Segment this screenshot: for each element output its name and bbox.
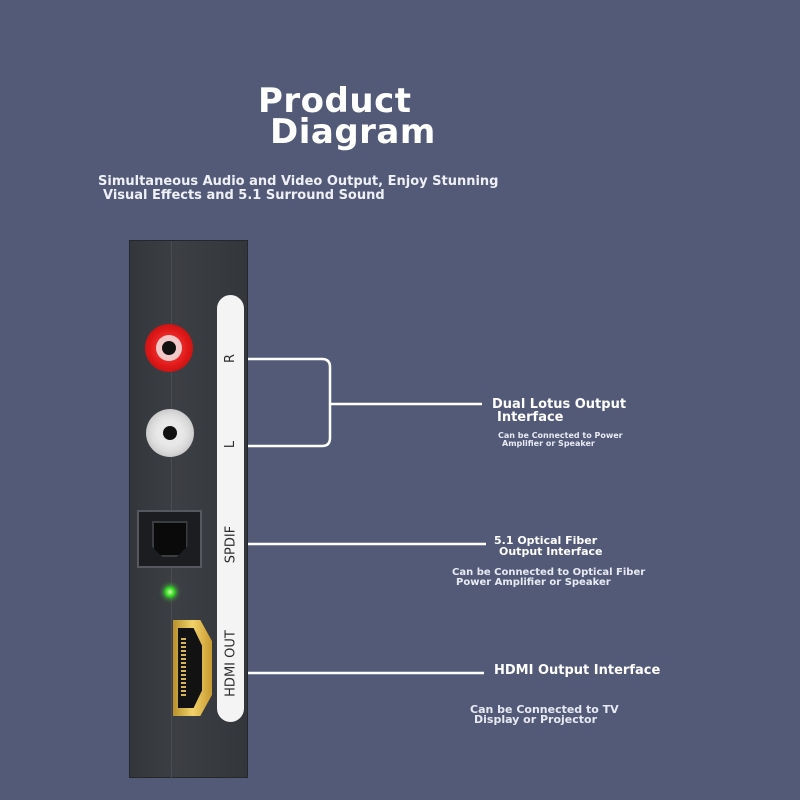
rca-left-hole xyxy=(163,426,177,440)
callout-hdmi-note: Can be Connected to TV Display or Projec… xyxy=(470,703,619,726)
callout-lotus-title-1: Dual Lotus Output xyxy=(492,397,627,412)
rca-right-jack xyxy=(145,324,193,372)
rca-right-inner xyxy=(156,335,182,361)
port-label-strip xyxy=(217,295,244,722)
callout-hdmi-note-2: Display or Projector xyxy=(474,713,598,726)
rca-right-hole xyxy=(162,341,176,355)
callout-hdmi: HDMI Output Interface xyxy=(494,664,660,677)
callout-optical-note-1: Can be Connected to Optical Fiber xyxy=(452,567,646,578)
page-title: Product Diagram xyxy=(258,81,436,152)
hdmi-pins xyxy=(181,638,186,698)
callout-lotus-title-2: Interface xyxy=(497,410,564,425)
callout-lotus-note-1: Can be Connected to Power xyxy=(498,431,623,440)
subtitle-line-2: Visual Effects and 5.1 Surround Sound xyxy=(103,188,385,203)
callout-optical-title-1: 5.1 Optical Fiber xyxy=(494,534,598,547)
callout-optical: 5.1 Optical Fiber Output Interface xyxy=(494,535,603,557)
callout-lotus-note-2: Amplifier or Speaker xyxy=(502,439,595,448)
callout-optical-title-2: Output Interface xyxy=(499,545,603,558)
title-line-2: Diagram xyxy=(270,112,436,152)
callout-lotus: Dual Lotus Output Interface xyxy=(492,398,626,424)
rca-left-inner xyxy=(157,420,183,446)
hdmi-port xyxy=(173,620,212,716)
callout-lotus-note: Can be Connected to Power Amplifier or S… xyxy=(498,432,623,448)
title-line-1: Product xyxy=(258,81,412,121)
callout-optical-note-2: Power Amplifier or Speaker xyxy=(456,577,611,588)
callout-hdmi-note-1: Can be Connected to TV xyxy=(470,703,619,716)
bracket-lotus xyxy=(248,357,332,448)
callout-optical-note: Can be Connected to Optical Fiber Power … xyxy=(452,568,645,588)
power-led-indicator xyxy=(164,586,176,598)
optical-slot xyxy=(151,521,188,557)
optical-spdif-port xyxy=(137,510,202,568)
rca-left-jack xyxy=(146,409,194,457)
callout-hdmi-title: HDMI Output Interface xyxy=(494,663,661,678)
subtitle-line-1: Simultaneous Audio and Video Output, Enj… xyxy=(98,174,499,189)
subtitle: Simultaneous Audio and Video Output, Enj… xyxy=(98,175,499,203)
